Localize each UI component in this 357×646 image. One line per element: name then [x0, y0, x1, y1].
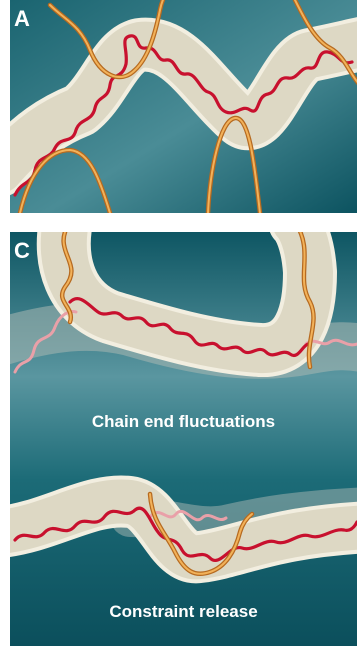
- panel-c-illustration: [10, 232, 357, 646]
- caption-chain-end-fluctuations: Chain end fluctuations: [10, 412, 357, 432]
- panel-a: A: [10, 0, 357, 213]
- panel-c: C Chain end fluctuations Constraint rele…: [10, 232, 357, 646]
- panel-a-letter: A: [14, 6, 30, 32]
- caption-constraint-release: Constraint release: [10, 602, 357, 622]
- panel-c-letter: C: [14, 238, 30, 264]
- panel-a-illustration: [10, 0, 357, 213]
